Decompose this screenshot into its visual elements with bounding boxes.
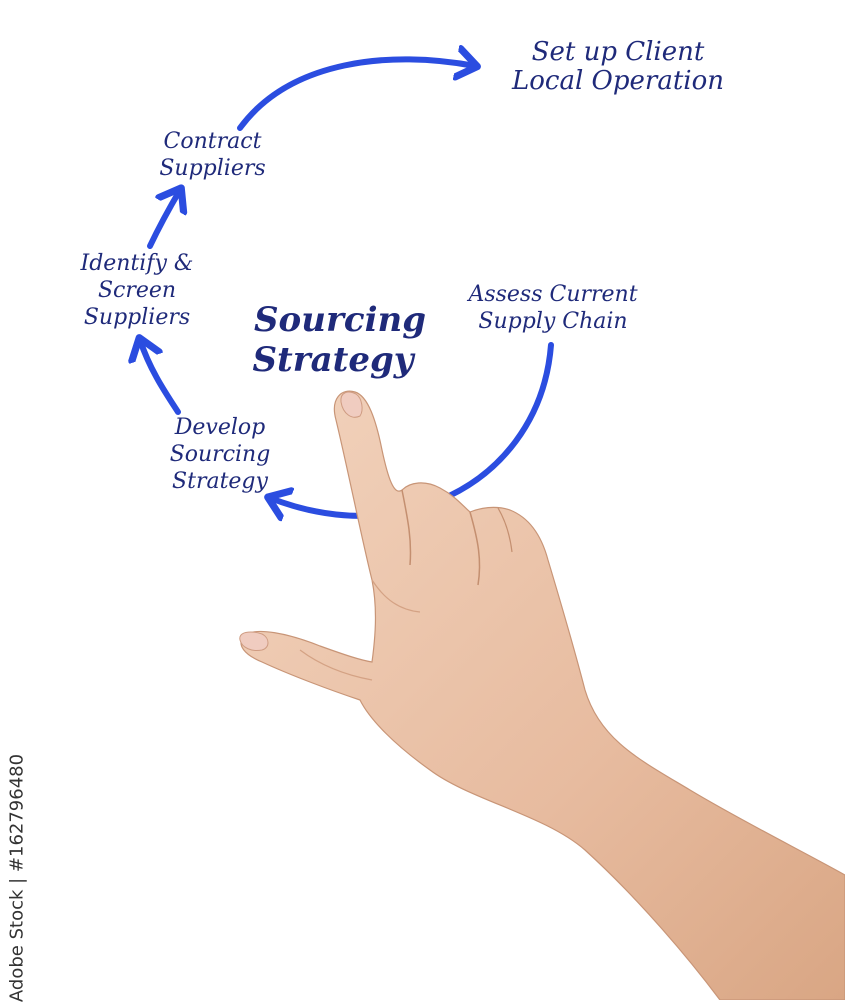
step-identify-line-3: Suppliers [83, 305, 191, 330]
step-identify-screen: Identify & Screen Suppliers [62, 250, 212, 331]
stock-watermark-text: Adobe Stock | #162796480 [6, 753, 28, 1002]
center-title: Sourcing Strategy [230, 300, 450, 380]
step-contract-suppliers: Contract Suppliers [140, 128, 285, 182]
step-set-up-client: Set up Client Local Operation [478, 38, 758, 96]
arrow-identify-to-contract [147, 190, 180, 249]
arrow-develop-to-identify [140, 340, 181, 415]
step-assess-current: Assess Current Supply Chain [448, 281, 658, 335]
step-set-up-client-line-2: Local Operation [512, 66, 724, 96]
step-assess-line-2: Supply Chain [478, 309, 628, 334]
arrow-contract-to-setup [237, 59, 475, 131]
step-contract-line-2: Suppliers [159, 156, 266, 181]
step-develop-line-1: Develop [174, 415, 266, 440]
title-line-2: Strategy [252, 340, 414, 380]
title-line-1: Sourcing [254, 300, 426, 340]
step-identify-line-1: Identify & [80, 251, 194, 276]
step-identify-line-2: Screen [97, 278, 177, 303]
stock-watermark: Adobe Stock | #162796480 [2, 753, 32, 1002]
step-develop-line-3: Strategy [172, 469, 268, 494]
step-contract-line-1: Contract [163, 129, 262, 154]
step-set-up-client-line-1: Set up Client [531, 37, 705, 67]
step-assess-line-1: Assess Current [468, 282, 638, 307]
step-develop-sourcing: Develop Sourcing Strategy [150, 414, 290, 495]
step-develop-line-2: Sourcing [169, 442, 271, 467]
pointing-hand-image [239, 390, 845, 1000]
